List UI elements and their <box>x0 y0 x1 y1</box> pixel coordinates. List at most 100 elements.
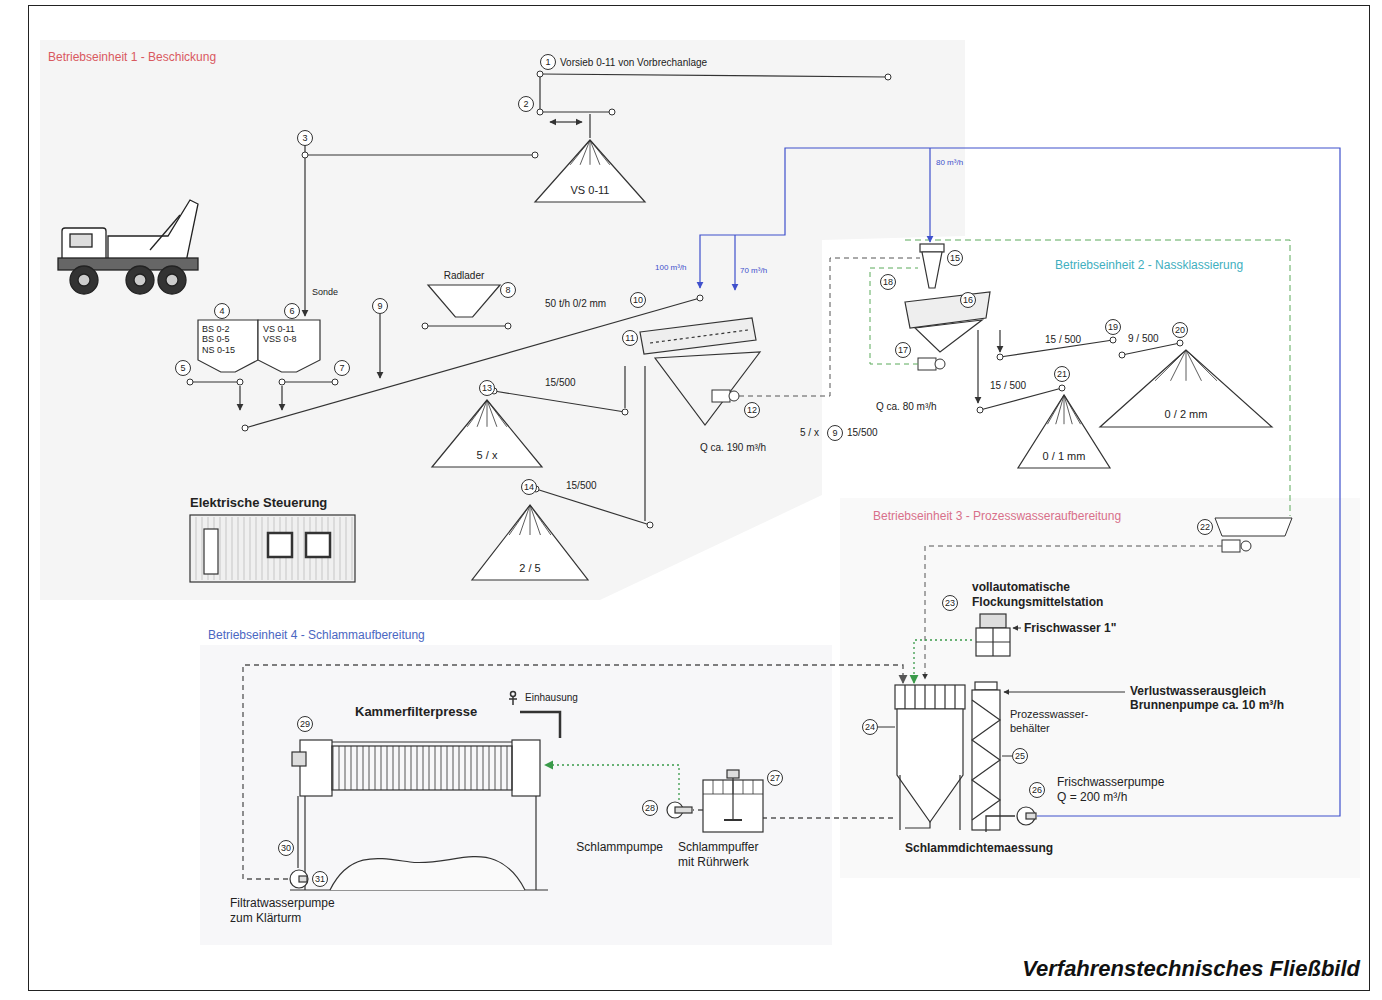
chamber-filter-press <box>300 741 540 742</box>
sludge-pump-shape <box>675 807 692 813</box>
control-container-shape <box>304 517 305 580</box>
conveyor-belt <box>1122 343 1180 355</box>
stockpile-shape <box>487 400 507 427</box>
belt-pulley <box>537 71 543 77</box>
belt-pulley <box>697 295 703 301</box>
conveyor-belt <box>980 388 1062 410</box>
process-water-tank <box>972 690 1000 830</box>
callout-number: 9 <box>372 298 388 314</box>
fresh-water-pump-shape <box>1026 813 1036 819</box>
enclosure-symbol <box>520 712 560 738</box>
process-water-line <box>925 546 1222 679</box>
callout-number: 16 <box>960 292 976 308</box>
cyclone-pump <box>918 358 945 370</box>
sump-pump <box>1215 518 1292 536</box>
belt-pulley <box>1110 337 1116 343</box>
control-container-shape <box>232 517 233 580</box>
feed-hopper: BS 0-2 BS 0-5 NS 0-15 <box>198 320 258 372</box>
belt-pulley <box>997 354 1003 360</box>
process-annotation: Verlustwasserausgleich Brunnenpumpe ca. … <box>1130 684 1320 713</box>
chamber-filter-press <box>290 740 548 890</box>
conveyor-belt <box>425 325 508 326</box>
loader-hopper: Radlader <box>428 285 500 317</box>
region-area <box>40 40 1360 945</box>
dewatering-screen <box>915 320 982 352</box>
belt-pulley <box>1059 385 1065 391</box>
sludge-buffer-shape <box>723 780 724 794</box>
feed-hopper-shape <box>258 320 320 372</box>
collecting-cone <box>655 352 760 425</box>
thickener <box>895 685 965 830</box>
conveyor-belt <box>539 74 540 110</box>
conveyor-belt <box>282 381 335 382</box>
frame <box>29 6 1370 991</box>
stockpile-shape <box>530 505 531 535</box>
node-label: VS 0-11 VSS 0-8 <box>263 324 307 345</box>
region-area <box>840 498 1360 878</box>
dump-truck <box>108 200 198 262</box>
control-container-shape <box>334 517 335 580</box>
stockpile-shape <box>535 140 645 202</box>
process-water-tank <box>972 682 1000 830</box>
pipe-connector <box>914 640 972 683</box>
process-annotation: 15 / 500 <box>990 380 1026 392</box>
sludge-buffer: Schlammpuffer mit Rührwerk <box>703 770 763 832</box>
loader-hopper-shape <box>428 285 500 317</box>
stockpile-shape <box>580 140 590 165</box>
flocculant-station <box>976 628 1010 656</box>
control-container-shape <box>190 515 355 582</box>
belt-pulley <box>647 522 653 528</box>
fresh-water-pump-shape <box>1017 807 1035 825</box>
pipe-connector <box>243 665 903 879</box>
stockpile-shape <box>590 140 610 165</box>
flocculant-station <box>980 614 1006 628</box>
stockpile-shape <box>1047 395 1064 424</box>
vibrating-screen <box>640 318 756 354</box>
stockpile: 5 / x <box>432 400 542 467</box>
stockpile-shape <box>535 140 645 202</box>
belt-pulley <box>1177 340 1183 346</box>
control-container-shape <box>226 517 227 580</box>
callout-number: 8 <box>500 282 516 298</box>
filter-press-shape <box>285 728 545 890</box>
conveyor-belt <box>624 366 625 408</box>
node-label: Elektrische Steuerung <box>190 495 327 511</box>
fresh-water-line <box>734 235 735 290</box>
control-container-shape <box>196 517 197 580</box>
callout-number: 22 <box>1197 519 1213 535</box>
feed-hopper-shape <box>198 320 258 372</box>
region-area <box>200 645 832 945</box>
stockpile-shape <box>570 140 590 165</box>
control-container-shape <box>220 517 221 580</box>
conveyor-belt <box>379 314 380 378</box>
belt-pulley <box>622 409 628 415</box>
stockpile: 2 / 5 <box>472 505 588 580</box>
callout-number: 6 <box>284 303 300 319</box>
callout-number: 24 <box>862 719 878 735</box>
sump-pump <box>1215 518 1292 552</box>
thickener-shape <box>893 683 968 833</box>
process-annotation: Frischwasser 1" <box>1024 621 1116 635</box>
callout-number: 19 <box>1105 319 1121 335</box>
thickener <box>895 685 965 709</box>
control-container-shape <box>256 517 257 580</box>
process-annotation: 15/500 <box>847 427 878 439</box>
node-label: vollautomatische Flockungsmittelstation <box>972 580 1132 610</box>
belt-pulley <box>1119 352 1125 358</box>
process-annotation: 9 / 500 <box>1128 333 1159 345</box>
conveyor-belt <box>999 330 1000 352</box>
conveyor-belt <box>540 111 612 112</box>
node-label: Kammerfilterpresse <box>355 704 477 720</box>
callout-number: 25 <box>1012 748 1028 764</box>
stockpile-shape <box>590 140 591 165</box>
make-up-water-line <box>1004 692 1125 693</box>
chamber-filter-press <box>300 740 332 796</box>
control-container-shape <box>268 533 292 557</box>
callout-number: 28 <box>642 800 658 816</box>
control-container-shape <box>306 533 330 557</box>
stockpile-shape <box>590 140 600 165</box>
node-label: 2 / 5 <box>519 562 540 576</box>
node-label: BS 0-2 BS 0-5 NS 0-15 <box>202 324 240 355</box>
chamber-filter-press <box>332 746 512 790</box>
control-container-shape <box>340 517 341 580</box>
